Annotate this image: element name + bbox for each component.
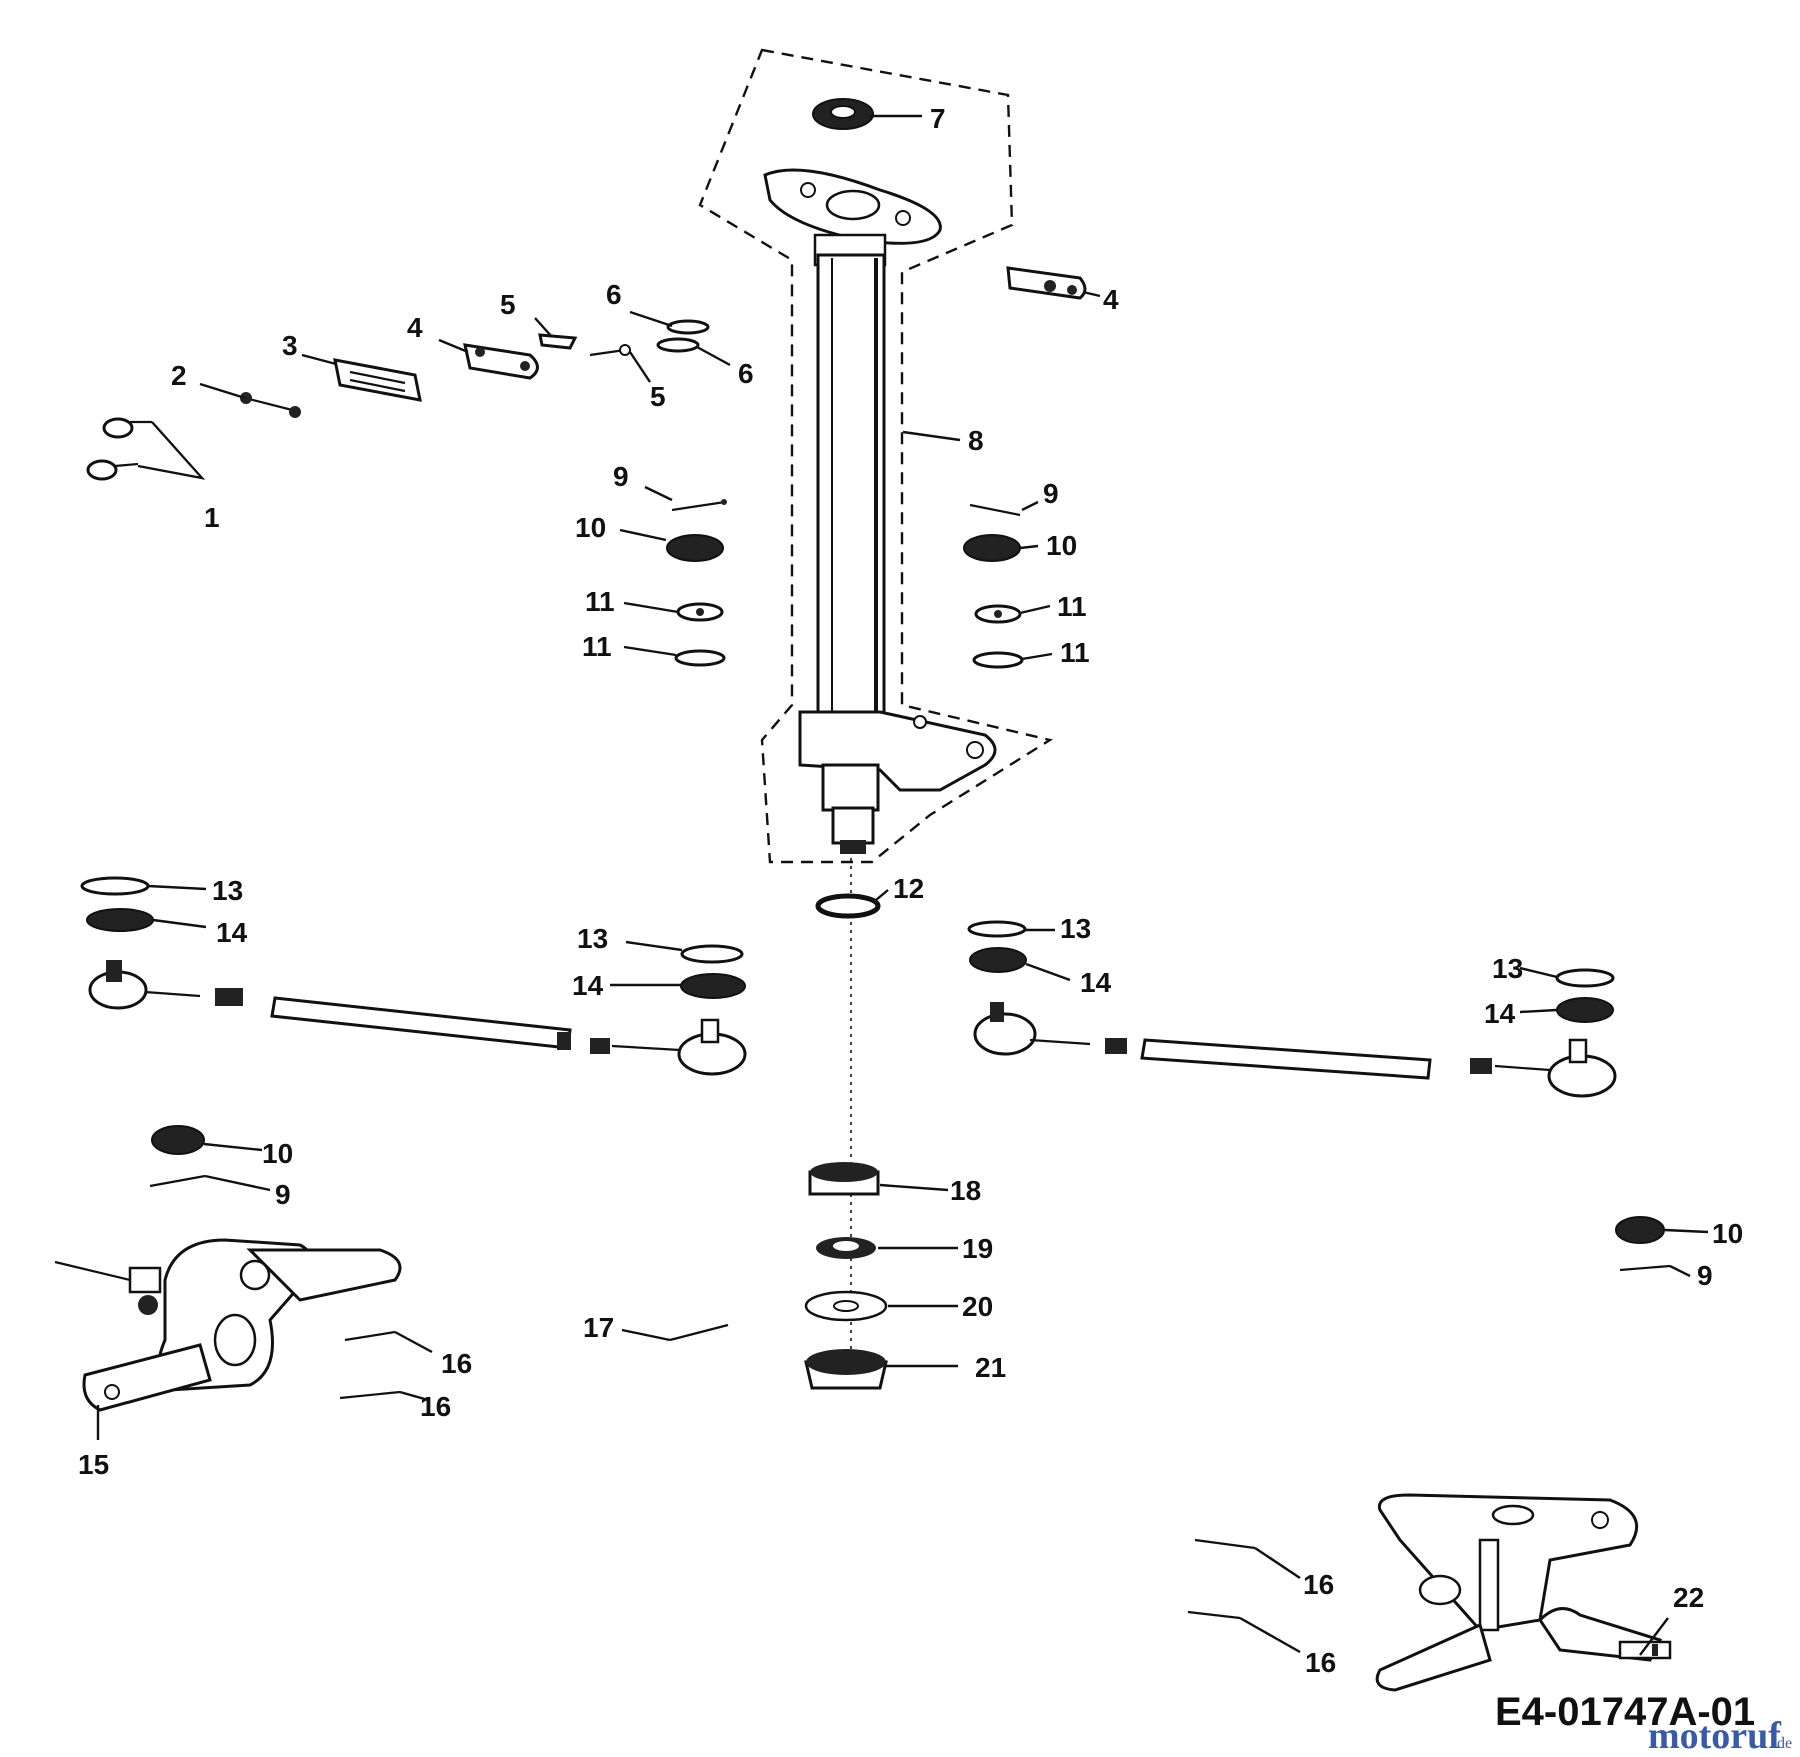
- part-1-fittings: [86, 417, 152, 481]
- part-17-pin: [669, 1323, 729, 1342]
- callout-11-upper-right-b: 11: [1060, 637, 1090, 668]
- callout-6-top: 6: [606, 279, 622, 310]
- callout-11-upper-left-b: 11: [582, 631, 612, 662]
- leader-lines: [96, 114, 1709, 1656]
- callout-21: 21: [975, 1352, 1006, 1383]
- part-20-washer: [804, 1290, 888, 1322]
- part-9-pin-upper-left: [671, 499, 727, 512]
- part-12-washer: [815, 893, 881, 919]
- callout-13-right: 13: [1492, 953, 1523, 984]
- part-6-spacer-b: [656, 337, 700, 353]
- left-tie-rod-assembly: [88, 960, 747, 1076]
- callout-15: 15: [78, 1449, 109, 1480]
- callout-8: 8: [968, 425, 984, 456]
- callout-16-lower-left-a: 16: [441, 1348, 472, 1379]
- part-10-nut-upper-left: [666, 534, 724, 562]
- part-2-pin: [240, 392, 301, 418]
- part-16-pin-lower-left-a: [344, 1330, 396, 1342]
- callout-7: 7: [930, 103, 946, 134]
- part-16-pin-lower-right-b: [1187, 1610, 1241, 1620]
- callout-11-upper-right-a: 11: [1057, 591, 1087, 622]
- part-16-pin-lower-right-a: [1194, 1538, 1256, 1550]
- part-10-nut-lower-right: [1615, 1216, 1665, 1244]
- part-16-pin-lower-left-b: [339, 1390, 401, 1400]
- callout-14-center-left: 14: [572, 970, 604, 1001]
- callout-14-left: 14: [216, 917, 248, 948]
- part-3-plate: [333, 358, 422, 402]
- callout-3: 3: [282, 330, 298, 361]
- callout-13-center-left: 13: [577, 923, 608, 954]
- callout-16-lower-left-b: 16: [420, 1391, 451, 1422]
- right-tie-rod-assembly: [973, 1002, 1617, 1098]
- part-11-washer-upper-left-b: [674, 649, 726, 667]
- callout-10-upper-left: 10: [575, 512, 606, 543]
- callout-13-center-right: 13: [1060, 913, 1091, 944]
- assembly-outline: [698, 48, 1054, 864]
- part-18-bearing: [808, 1162, 880, 1196]
- part-11-washer-upper-left-a: [676, 602, 724, 622]
- part-15-spindle-left: [54, 1238, 402, 1412]
- watermark-logo: motoruf .de: [1648, 1715, 1792, 1757]
- callout-16-lower-right-a: 16: [1303, 1569, 1334, 1600]
- part-19-washer: [816, 1237, 876, 1259]
- callout-9-upper-right: 9: [1043, 478, 1059, 509]
- part-13-14-washers-right: [1555, 968, 1615, 1023]
- part-13-14-washers-left: [80, 876, 154, 932]
- part-22-spindle-right: [1375, 1493, 1672, 1692]
- callout-11-upper-left-a: 11: [585, 586, 615, 617]
- callout-1: 1: [204, 502, 220, 533]
- callout-10-upper-right: 10: [1046, 530, 1077, 561]
- callout-19: 19: [962, 1233, 993, 1264]
- callout-5-bottom: 5: [650, 381, 666, 412]
- callout-18: 18: [950, 1175, 981, 1206]
- callout-16-lower-right-b: 16: [1305, 1647, 1336, 1678]
- part-8-steering-shaft: [763, 168, 997, 854]
- part-5-clip-a: [538, 333, 578, 350]
- part-13-14-washers-center-left: [680, 944, 746, 999]
- callout-4-right: 4: [1103, 284, 1119, 315]
- callout-2: 2: [171, 360, 187, 391]
- svg-text:.de: .de: [1773, 1735, 1792, 1752]
- part-10-nut-lower-left: [151, 1125, 205, 1155]
- callout-10-lower-left: 10: [262, 1138, 293, 1169]
- part-6-spacer-a: [666, 319, 710, 335]
- part-10-nut-upper-right: [963, 534, 1021, 562]
- part-7-nut: [812, 98, 874, 130]
- callout-9-lower-left: 9: [275, 1179, 291, 1210]
- part-21-nut: [804, 1349, 888, 1390]
- part-11-washer-upper-right-a: [974, 604, 1022, 624]
- part-9-pin-upper-right: [969, 503, 1021, 517]
- callout-9-upper-left: 9: [613, 461, 629, 492]
- part-9-pin-lower-right: [1619, 1264, 1671, 1272]
- callout-14-center-right: 14: [1080, 967, 1112, 998]
- part-4-bracket-right: [1006, 266, 1087, 300]
- callout-6-bottom: 6: [738, 358, 754, 389]
- callout-5-top: 5: [500, 289, 516, 320]
- callout-10-lower-right: 10: [1712, 1218, 1743, 1249]
- callout-9-lower-right: 9: [1697, 1260, 1713, 1291]
- part-5-clip-b: [589, 344, 631, 357]
- callout-22: 22: [1673, 1582, 1704, 1613]
- svg-text:motoruf: motoruf: [1648, 1715, 1782, 1752]
- callout-4-left: 4: [407, 312, 423, 343]
- drawing-code: E4-01747A-01: [1495, 1690, 1755, 1734]
- callout-14-right: 14: [1484, 998, 1516, 1029]
- part-13-14-washers-center-right: [967, 920, 1027, 973]
- callout-13-left: 13: [212, 875, 243, 906]
- part-9-pin-lower-left: [149, 1174, 206, 1188]
- callout-labels: 1 2 3 4 4 5 5 6 6 7 8 9 9 9 9 10 10 10 1…: [78, 103, 1743, 1678]
- callout-17: 17: [583, 1312, 614, 1343]
- callout-20: 20: [962, 1291, 993, 1322]
- callout-12: 12: [893, 873, 924, 904]
- part-4-bracket-left: [463, 343, 539, 380]
- part-11-washer-upper-right-b: [972, 651, 1024, 669]
